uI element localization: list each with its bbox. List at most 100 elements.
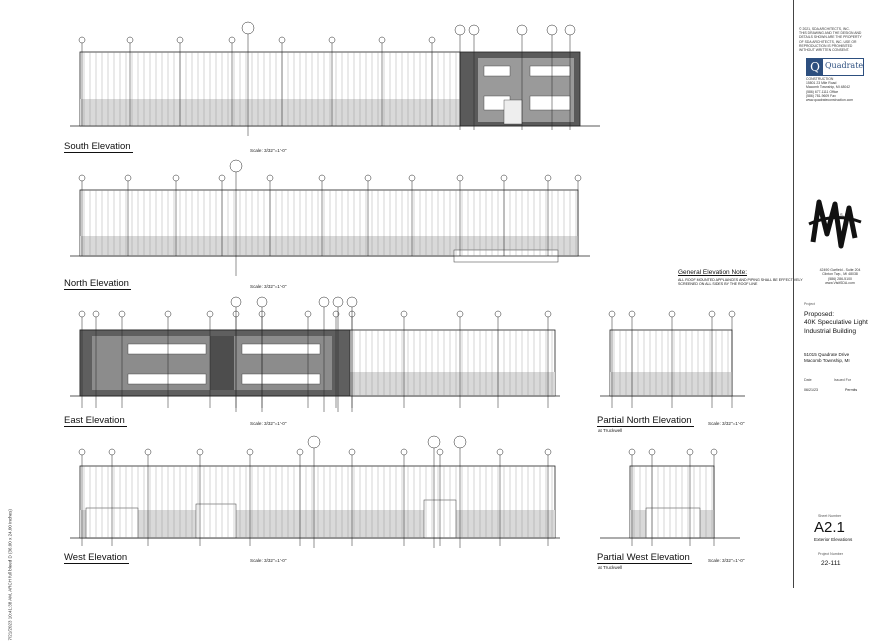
grid-bubble xyxy=(332,310,340,318)
architect-address: 42490 Garfield - Suite 204 Clinton Twp.,… xyxy=(819,268,861,286)
sheet-name: Exterior Elevations xyxy=(814,537,853,542)
contractor-name: Quadrate xyxy=(825,61,864,70)
project-address: 51015 Quadrate Drive Macomb Township, MI xyxy=(804,352,850,363)
grid-bubble xyxy=(648,448,656,456)
partial-north-elevation-drawing xyxy=(600,329,745,397)
architect-logo xyxy=(808,199,862,249)
south-elevation-scale: Scale: 3/32"=1'-0" xyxy=(250,148,287,153)
grid-bubble xyxy=(400,310,408,318)
grid-bubble xyxy=(544,174,552,182)
grid-bubble xyxy=(608,310,616,318)
grid-bubble xyxy=(546,24,558,36)
grid-bubble xyxy=(318,174,326,182)
drawing-sheet: 7/21/2023 10:41:38 AM, ARCH full bleed D… xyxy=(7,0,880,641)
grid-bubble xyxy=(256,296,268,308)
grid-bubble xyxy=(172,174,180,182)
grid-bubble xyxy=(428,36,436,44)
partial-west-elevation-title: Partial West Elevation xyxy=(597,552,692,564)
issue-date: 06/21/23 xyxy=(804,388,818,392)
sheet-number: A2.1 xyxy=(814,519,845,536)
east-elevation-title: East Elevation xyxy=(64,415,127,427)
grid-bubble xyxy=(246,448,254,456)
north-elevation-drawing xyxy=(70,189,590,263)
east-elevation-drawing xyxy=(70,329,560,397)
issue-date-header: Date xyxy=(804,378,812,382)
north-elevation-scale: Scale: 3/32"=1'-0" xyxy=(250,284,287,289)
grid-line-markers xyxy=(78,21,736,548)
grid-bubble xyxy=(328,36,336,44)
project-number: 22-111 xyxy=(821,560,841,567)
grid-bubble xyxy=(228,36,236,44)
grid-bubble xyxy=(494,310,502,318)
grid-bubble xyxy=(456,174,464,182)
grid-bubble xyxy=(408,174,416,182)
grid-bubble xyxy=(206,310,214,318)
south-elevation-drawing xyxy=(70,51,600,127)
grid-bubble xyxy=(453,435,467,449)
grid-bubble xyxy=(686,448,694,456)
grid-bubble xyxy=(378,36,386,44)
title-block xyxy=(793,0,880,588)
grid-bubble xyxy=(628,448,636,456)
grid-bubble xyxy=(710,448,718,456)
grid-bubble xyxy=(126,36,134,44)
grid-bubble xyxy=(304,310,312,318)
partial-north-elevation-title: Partial North Elevation xyxy=(597,415,694,427)
east-elevation-scale: Scale: 3/32"=1'-0" xyxy=(250,421,287,426)
grid-bubble xyxy=(668,310,676,318)
grid-bubble xyxy=(564,24,576,36)
sheet-number-label: Sheet Number xyxy=(818,514,842,518)
grid-bubble xyxy=(500,174,508,182)
general-note-body: ALL ROOF MOUNTED APPLIANCES AND PIPING S… xyxy=(678,278,803,287)
grid-bubble xyxy=(708,310,716,318)
contractor-logo-mark: Q xyxy=(807,59,823,75)
grid-bubble xyxy=(124,174,132,182)
grid-bubble xyxy=(296,448,304,456)
west-elevation-drawing xyxy=(70,465,560,539)
grid-bubble xyxy=(78,174,86,182)
grid-bubble xyxy=(230,296,242,308)
north-elevation-title: North Elevation xyxy=(64,278,131,290)
grid-bubble xyxy=(544,448,552,456)
grid-bubble xyxy=(468,24,480,36)
grid-bubble xyxy=(516,24,528,36)
elevation-drawings xyxy=(70,21,745,548)
partial-west-elevation-scale: Scale: 3/32"=1'-0" xyxy=(708,558,745,563)
partial-north-elevation-scale: Scale: 3/32"=1'-0" xyxy=(708,421,745,426)
copyright: © 2021, SDA ARCHITECTS, INC. THIS DRAWIN… xyxy=(799,27,862,53)
grid-bubble xyxy=(400,448,408,456)
grid-bubble xyxy=(176,36,184,44)
grid-bubble xyxy=(78,36,86,44)
grid-bubble xyxy=(108,448,116,456)
grid-bubble xyxy=(218,174,226,182)
partial-west-elevation-subtitle: at Truckwell xyxy=(598,565,623,570)
south-elevation-title: South Elevation xyxy=(64,141,133,153)
grid-bubble xyxy=(196,448,204,456)
issue-purpose: Permits xyxy=(845,388,858,392)
grid-bubble xyxy=(427,435,441,449)
project-label: Project xyxy=(804,302,815,306)
west-elevation-title: West Elevation xyxy=(64,552,130,564)
grid-bubble xyxy=(118,310,126,318)
grid-bubble xyxy=(92,310,100,318)
grid-bubble xyxy=(266,174,274,182)
grid-bubble xyxy=(144,448,152,456)
grid-bubble xyxy=(164,310,172,318)
grid-bubble xyxy=(229,159,243,173)
grid-bubble xyxy=(544,310,552,318)
grid-bubble xyxy=(456,310,464,318)
grid-bubble xyxy=(454,24,466,36)
grid-bubble xyxy=(364,174,372,182)
grid-bubble xyxy=(332,296,344,308)
grid-bubble xyxy=(318,296,330,308)
grid-bubble xyxy=(628,310,636,318)
contractor-address: CONSTRUCTION 15801 23 Mile Road Macomb T… xyxy=(806,77,854,103)
project-name: Proposed: 40K Speculative Light Industri… xyxy=(804,311,868,335)
grid-bubble xyxy=(496,448,504,456)
grid-bubble xyxy=(346,296,358,308)
architect-suffix: S, INC. xyxy=(840,212,853,217)
grid-bubble xyxy=(78,310,86,318)
partial-north-elevation-subtitle: at Truckwell xyxy=(598,428,623,433)
grid-bubble xyxy=(278,36,286,44)
issue-for-header: Issued For xyxy=(834,378,851,382)
